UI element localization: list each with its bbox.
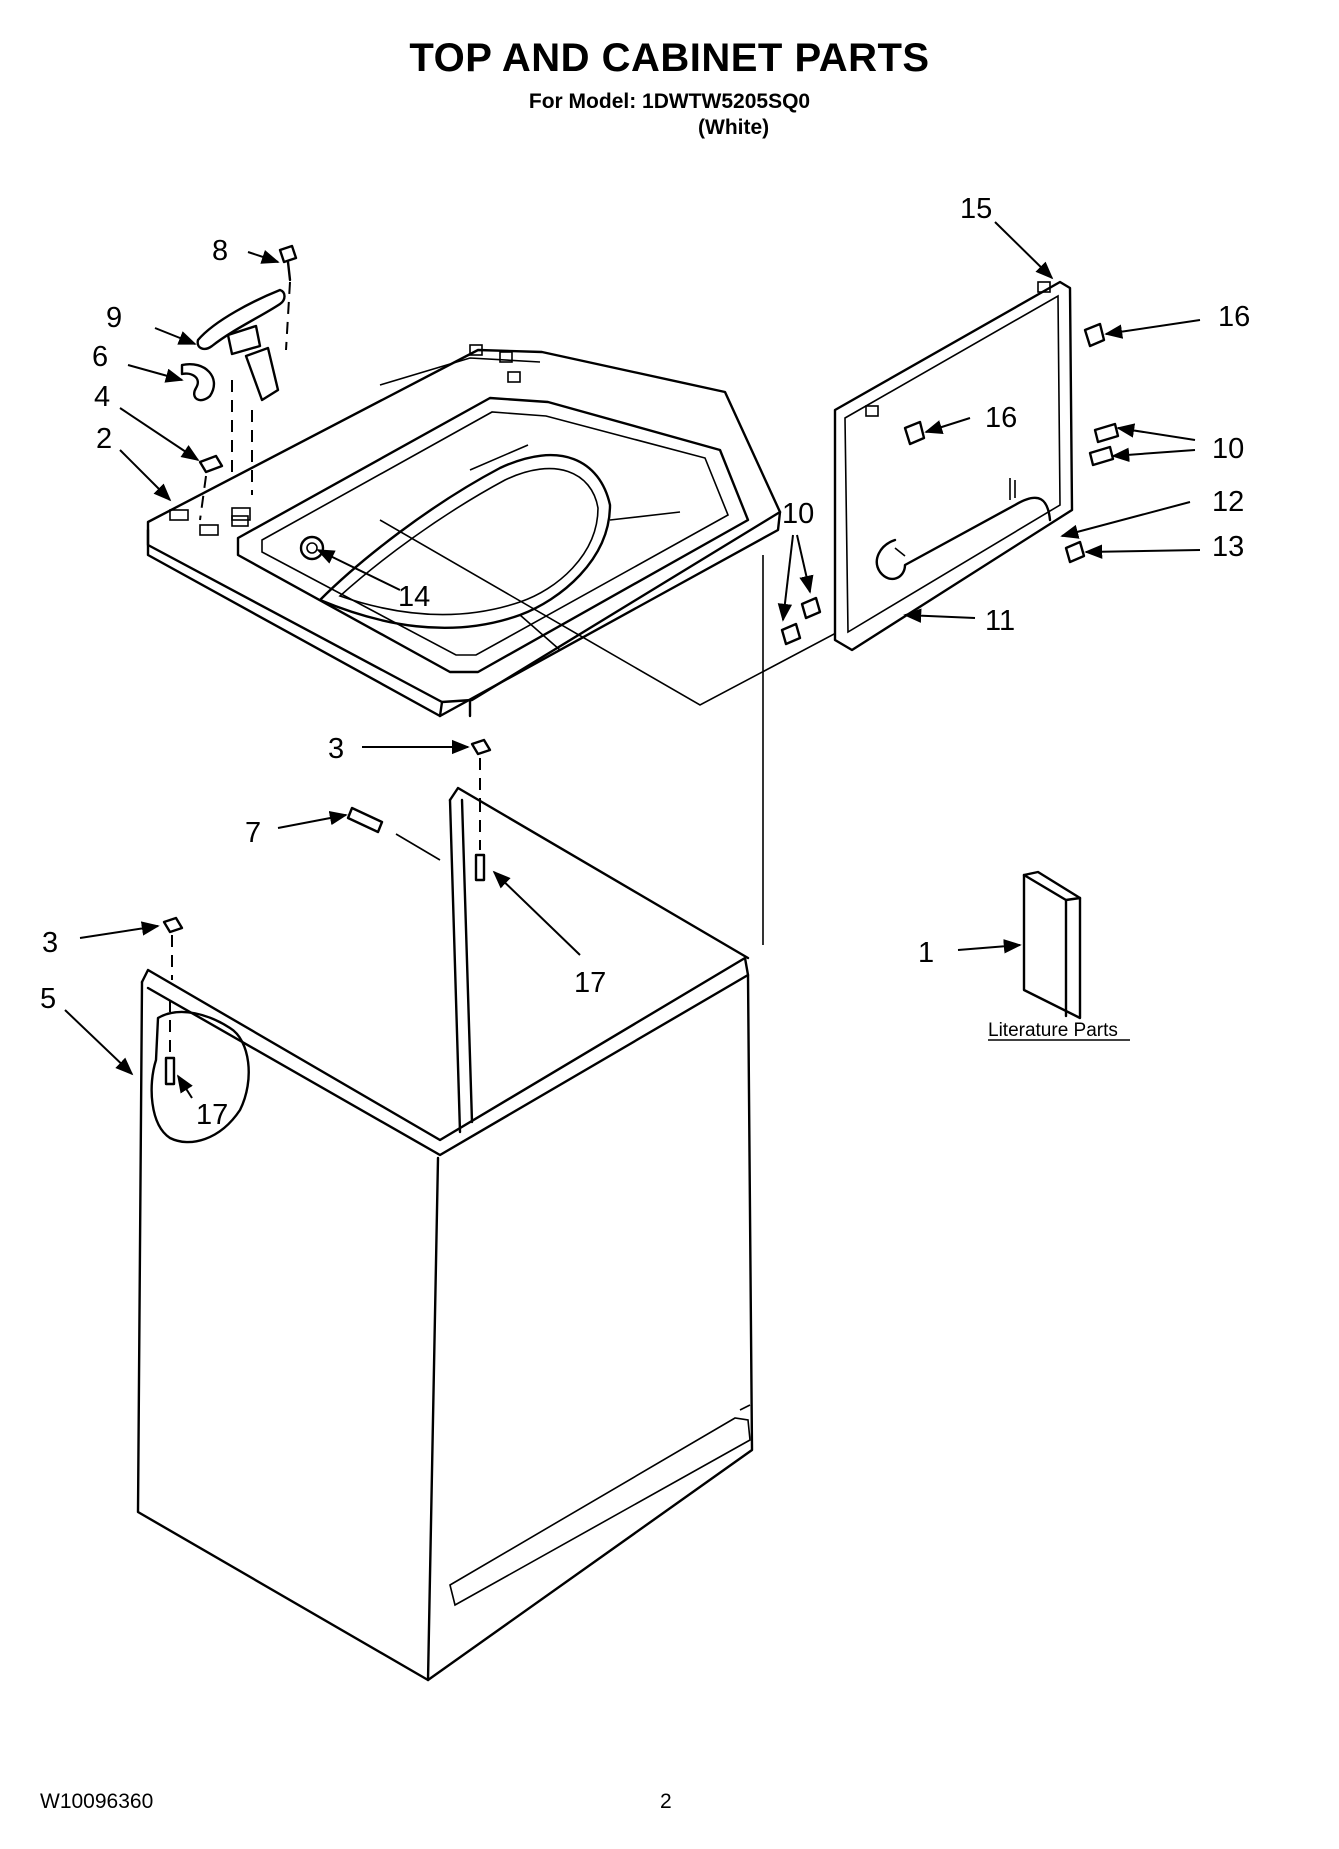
cabinet-part (136, 555, 764, 1682)
callout-17-lower: 17 (196, 1099, 228, 1131)
callout-6: 6 (92, 341, 108, 373)
callout-7: 7 (245, 817, 261, 849)
callout-8: 8 (212, 235, 228, 267)
color-variant: (White) (698, 116, 770, 139)
callout-11: 11 (985, 605, 1015, 637)
page-title: TOP AND CABINET PARTS (409, 36, 930, 80)
callout-16-lower: 16 (985, 402, 1017, 434)
document-number: W10096360 (40, 1790, 154, 1813)
lid-switch-assembly (180, 244, 298, 521)
callout-12: 12 (1212, 486, 1244, 518)
callout-2: 2 (96, 423, 112, 455)
callout-15: 15 (960, 193, 992, 225)
callout-5: 5 (40, 983, 56, 1015)
callout-arrows (64, 221, 1201, 1099)
callout-3-lower: 3 (42, 927, 58, 959)
callout-13: 13 (1212, 531, 1244, 563)
washer-top-part (146, 344, 871, 718)
callout-3-upper: 3 (328, 733, 344, 765)
callout-14: 14 (398, 581, 430, 613)
literature-parts-label: Literature Parts (988, 1020, 1118, 1041)
callout-16-upper: 16 (1218, 301, 1250, 333)
callout-17-upper: 17 (574, 967, 606, 999)
lid-part (780, 280, 1120, 652)
callout-4: 4 (94, 381, 110, 413)
callout-9: 9 (106, 302, 122, 334)
callout-10-right: 10 (1212, 433, 1244, 465)
page-number: 2 (660, 1790, 672, 1813)
literature-part (1022, 870, 1082, 1020)
model-subtitle: For Model: 1DWTW5205SQ0 (528, 90, 811, 113)
callout-1: 1 (918, 937, 934, 969)
callout-10-left: 10 (782, 498, 814, 530)
